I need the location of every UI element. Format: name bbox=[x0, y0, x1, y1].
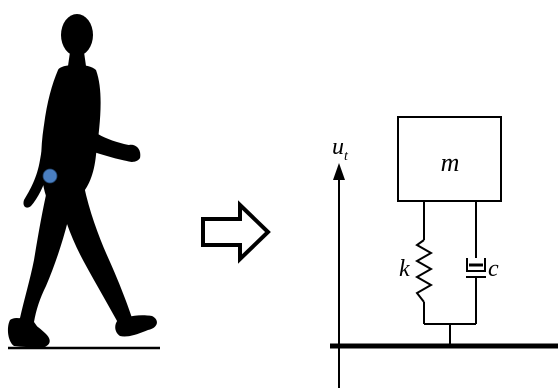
damper-icon bbox=[466, 258, 486, 278]
axis-label: ut bbox=[332, 134, 349, 164]
spring-label: k bbox=[399, 256, 410, 282]
sensor-dot bbox=[42, 168, 58, 184]
axis-arrowhead-icon bbox=[333, 163, 345, 180]
spring-icon bbox=[414, 239, 434, 303]
suspension-frame bbox=[423, 201, 477, 344]
mass-label: m bbox=[441, 148, 460, 177]
mass-block bbox=[397, 116, 502, 202]
hollow-right-arrow-icon bbox=[201, 200, 271, 264]
damper-label: c bbox=[488, 256, 499, 282]
walking-person-silhouette bbox=[7, 14, 157, 348]
